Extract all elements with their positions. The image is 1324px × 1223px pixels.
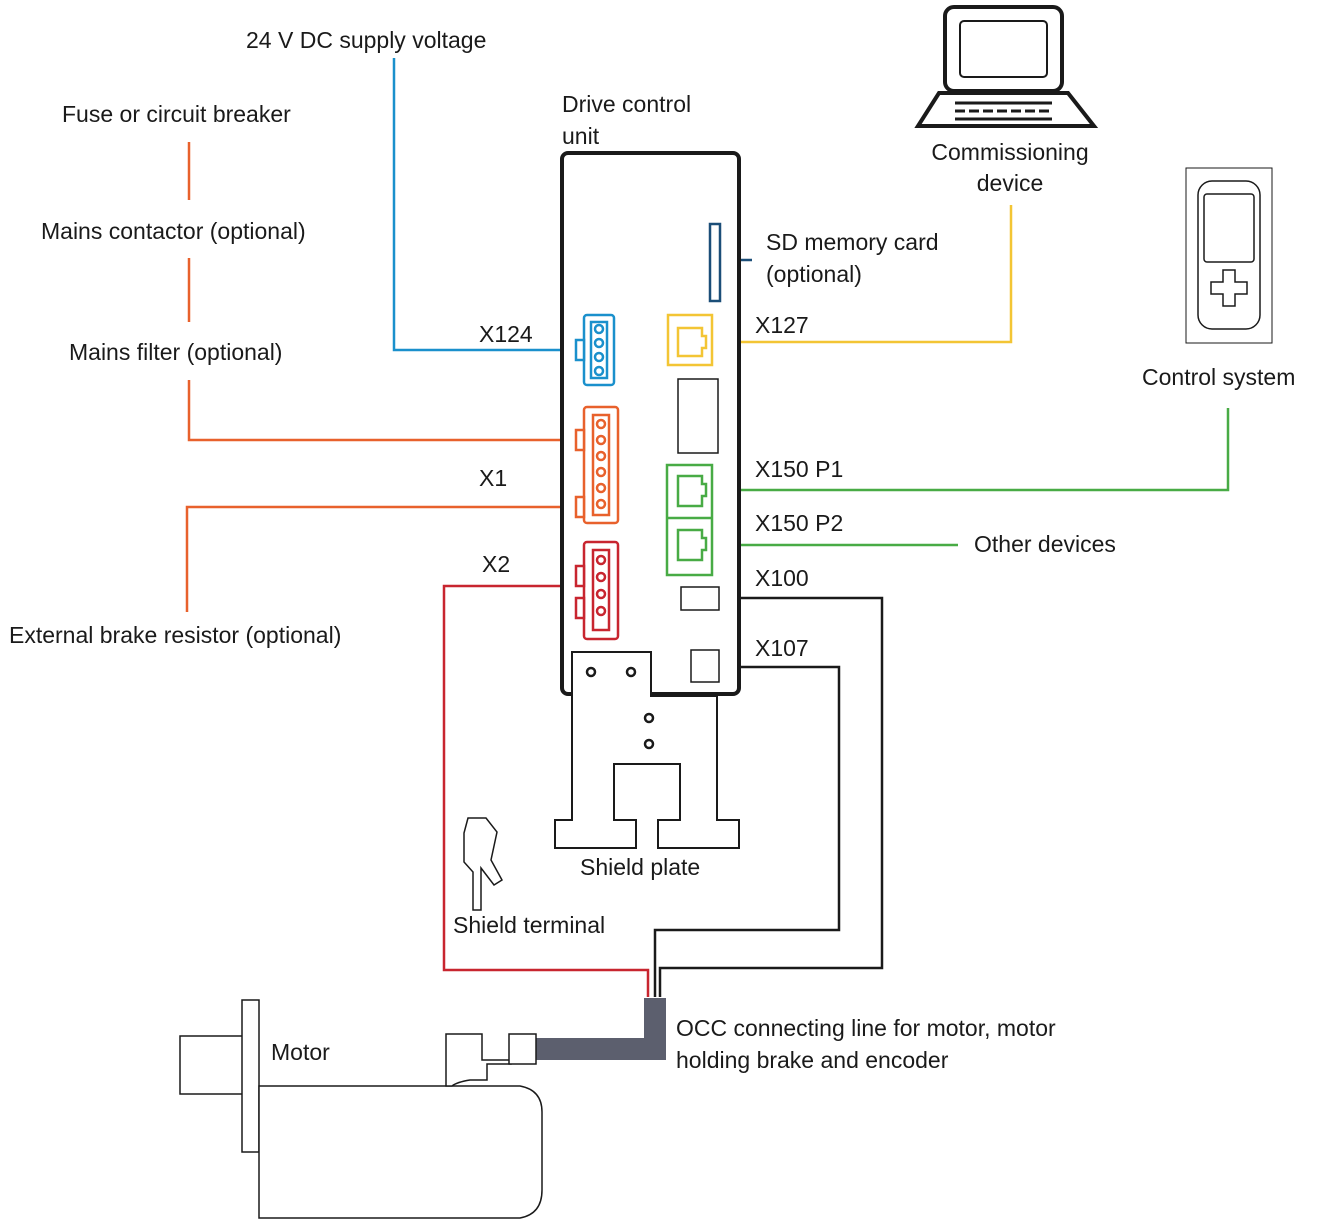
x150-p2-label: X150 P2 xyxy=(755,510,844,536)
x150-p1-label: X150 P1 xyxy=(755,456,844,482)
shield-plate xyxy=(554,651,740,849)
x1-label: X1 xyxy=(479,465,508,491)
sd-card-label-line1: SD memory card xyxy=(766,229,939,255)
commissioning-wire xyxy=(712,205,1013,344)
mains-filter-label: Mains filter (optional) xyxy=(69,339,283,365)
x2-connector[interactable] xyxy=(574,540,620,641)
brake-resistor-label: External brake resistor (optional) xyxy=(9,622,342,648)
x107-label: X107 xyxy=(755,635,809,661)
drive-unit-label-line1: Drive control xyxy=(562,91,692,117)
x100-signal-wire xyxy=(658,596,884,997)
unused-slot xyxy=(677,378,719,454)
x107-port[interactable] xyxy=(690,649,720,683)
x1-connector[interactable] xyxy=(574,405,620,525)
commissioning-device-laptop-icon xyxy=(914,5,1099,128)
motor-power-wire xyxy=(442,584,650,997)
shield-terminal-icon xyxy=(463,817,503,911)
control-system-wire xyxy=(712,408,1230,492)
sd-card-slot[interactable] xyxy=(708,222,722,303)
motor-label: Motor xyxy=(271,1039,330,1065)
fuse-label: Fuse or circuit breaker xyxy=(62,101,291,127)
shield-terminal-label: Shield terminal xyxy=(453,912,606,938)
motor xyxy=(179,999,543,1219)
brake-resistor-wire xyxy=(185,505,578,612)
occ-label-line2: holding brake and encoder xyxy=(676,1047,949,1073)
commissioning-label-line1: Commissioning xyxy=(931,139,1089,165)
supply-voltage-wire xyxy=(392,58,578,352)
mains-filter-wire xyxy=(187,380,578,442)
commissioning-label-line2: device xyxy=(976,170,1044,196)
x107-signal-wire xyxy=(653,665,841,997)
mains-contactor-label: Mains contactor (optional) xyxy=(41,218,306,244)
control-system-device-icon xyxy=(1185,167,1273,344)
x150-ports[interactable] xyxy=(665,463,714,577)
shield-plate-label: Shield plate xyxy=(580,854,701,880)
supply-voltage-label: 24 V DC supply voltage xyxy=(246,27,487,53)
x127-port[interactable] xyxy=(666,313,714,367)
x124-label: X124 xyxy=(479,321,533,347)
occ-label-line1: OCC connecting line for motor, motor xyxy=(676,1015,1056,1041)
occ-cable-horizontal xyxy=(536,1038,666,1060)
x100-port[interactable] xyxy=(680,586,720,611)
drive-unit-label-line2: unit xyxy=(562,123,600,149)
x100-label: X100 xyxy=(755,565,809,591)
control-system-label: Control system xyxy=(1142,364,1296,390)
x127-label: X127 xyxy=(755,312,809,338)
x2-label: X2 xyxy=(482,551,511,577)
x124-connector[interactable] xyxy=(574,313,616,387)
other-devices-label: Other devices xyxy=(974,531,1116,557)
sd-card-label-line2: (optional) xyxy=(766,261,862,287)
